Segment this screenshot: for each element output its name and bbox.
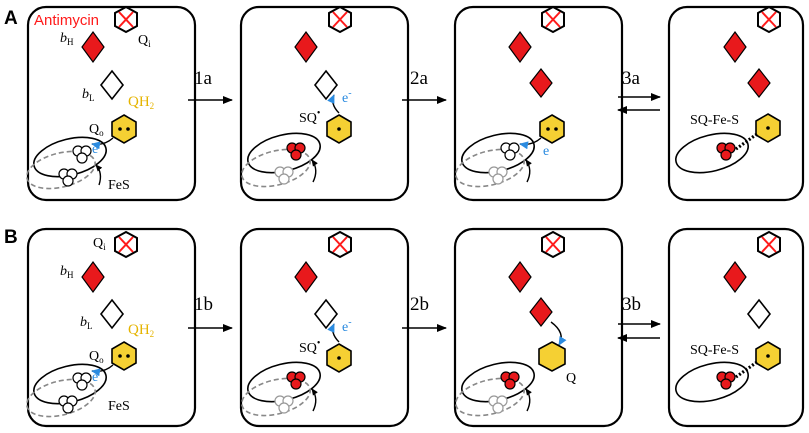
crossed-hexagon-icon (757, 230, 781, 259)
qo-label: Qo (89, 122, 104, 138)
bh-label: bH (60, 264, 74, 280)
crossed-hexagon-icon (757, 5, 781, 34)
red-diamond-icon (747, 68, 771, 98)
red-diamond-icon (294, 260, 318, 294)
qh2-label: QH2 (128, 94, 154, 111)
sq-label: SQ• (299, 338, 320, 356)
qh2-label: QH2 (128, 322, 154, 339)
fes-label: FeS (108, 399, 130, 414)
panel-a1-frame (26, 5, 197, 202)
panel-a4-frame (667, 5, 805, 202)
fes-cluster-icon (25, 136, 107, 190)
panel-a4: SQ-Fe-S (667, 5, 805, 202)
diamond-icon (746, 298, 772, 330)
step-label-3a: 3a (622, 68, 641, 89)
red-diamond-icon (81, 260, 105, 294)
fes-cluster-icon (675, 132, 749, 174)
red-diamond-icon (723, 30, 747, 64)
step-label-3b: 3b (622, 294, 641, 315)
bh-label: bH (60, 31, 74, 47)
antimycin-label: Antimycin (34, 12, 99, 29)
sq-fes-label: SQ-Fe-S (690, 343, 739, 358)
sq-label: SQ• (299, 108, 320, 126)
panel-a1: Antimycin Qi bH bL QH2 Qo e (25, 5, 197, 202)
fes-cluster-icon (240, 132, 321, 188)
panel-b1: Qi bH bL QH2 Qo e (25, 227, 197, 428)
hexagon-icon (111, 114, 137, 144)
hexagon-icon (755, 113, 781, 143)
sq-fes-label: SQ-Fe-S (690, 113, 739, 128)
hexagon-icon (538, 341, 566, 372)
row-label-b: B (4, 227, 18, 248)
red-diamond-icon (723, 260, 747, 294)
fes-motion-arrow (311, 388, 318, 412)
panel-b3: Q (453, 227, 624, 428)
step-label-1a: 1a (194, 68, 213, 89)
electron-transfer-arrow (327, 94, 340, 114)
row-label-a: A (4, 8, 18, 29)
fes-cluster-icon (454, 132, 535, 188)
panel-b4: SQ-Fe-S (667, 227, 805, 428)
crossed-hexagon-icon (328, 230, 352, 259)
panel-a3: e (453, 5, 624, 202)
electron-transfer-arrow (327, 323, 340, 343)
step-label-1b: 1b (194, 294, 213, 315)
qo-label: Qo (89, 349, 104, 365)
step-label-2a: 2a (410, 68, 429, 89)
red-diamond-icon (508, 260, 532, 294)
hexagon-icon (539, 114, 565, 144)
electron-label: e (92, 370, 98, 385)
step-label-2b: 2b (410, 294, 429, 315)
electron-label: e (92, 142, 98, 157)
electron-transfer-arrow (550, 321, 567, 346)
row-b: B Qi bH bL QH2 Qo e (4, 227, 805, 428)
row-a: A Antimycin Qi bH bL QH2 Qo e (4, 5, 805, 202)
qi-label: Qi (93, 236, 106, 252)
hexagon-icon (326, 343, 352, 373)
electron-label: e- (342, 88, 352, 106)
fes-motion-arrow (311, 159, 318, 183)
panel-b2: e- SQ• (239, 227, 410, 428)
diamond-icon (313, 298, 339, 330)
fes-cluster-icon (675, 361, 749, 403)
fes-motion-arrow (525, 159, 532, 183)
crossed-hexagon-icon (541, 230, 565, 259)
diamond-icon (313, 69, 339, 101)
diamond-icon (99, 298, 125, 330)
crossed-hexagon-icon (541, 5, 565, 34)
red-diamond-icon (294, 30, 318, 64)
hexagon-icon (326, 114, 352, 144)
fes-cluster-icon (240, 361, 321, 417)
crossed-hexagon-icon (114, 230, 138, 259)
panel-b2-frame (239, 227, 410, 428)
red-diamond-icon (508, 30, 532, 64)
panel-b4-frame (667, 227, 805, 428)
fes-cluster-icon (25, 363, 107, 418)
panel-a2: e- SQ• (239, 5, 410, 202)
red-diamond-icon (81, 30, 105, 64)
qi-label: Qi (138, 33, 151, 49)
fes-motion-arrow (525, 388, 532, 412)
fes-label: FeS (108, 178, 130, 193)
panel-b3-frame (453, 227, 624, 428)
q-label: Q (566, 371, 576, 386)
electron-label: e- (342, 317, 352, 335)
bl-label: bL (82, 87, 95, 103)
panel-a2-frame (239, 5, 410, 202)
crossed-hexagon-icon (328, 5, 352, 34)
bl-label: bL (80, 315, 93, 331)
electron-label: e (543, 144, 549, 159)
fes-cluster-icon (454, 361, 535, 417)
crossed-hexagon-icon (114, 5, 138, 34)
diamond-icon (99, 69, 125, 101)
fes-motion-arrow (95, 164, 103, 186)
electron-transfer-arrow (519, 137, 542, 150)
panel-a3-frame (453, 5, 624, 202)
hexagon-icon (755, 341, 781, 371)
red-diamond-icon (529, 297, 553, 327)
hexagon-icon (111, 341, 137, 371)
red-diamond-icon (529, 68, 553, 98)
